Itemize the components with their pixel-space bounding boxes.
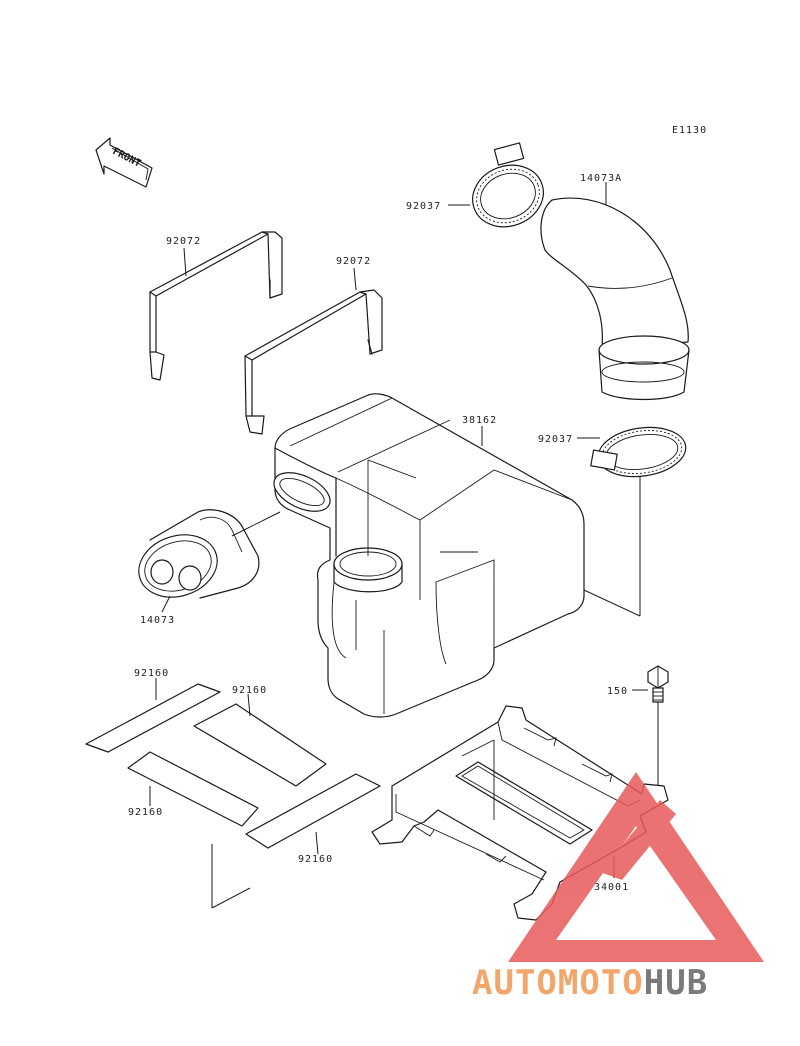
leader-92160b [247,693,251,717]
hose-clamp-92037-upper [472,142,544,228]
label-34001: 34001 [594,882,629,893]
leader-92072a [183,247,187,277]
diagram-ref-code: E1130 [672,125,707,136]
grommet-14073 [138,509,260,599]
label-92160d: 92160 [298,854,333,865]
leader-92160d [315,831,319,855]
label-92072b: 92072 [336,256,371,267]
pad-92160-b [193,703,327,787]
label-92160a: 92160 [134,668,169,679]
watermark-logo-icon [508,772,764,962]
label-92160c: 92160 [128,807,163,818]
pad-92160-a [85,683,221,753]
strap-92072-upper [149,231,283,381]
label-92160b: 92160 [232,685,267,696]
bolt-150 [647,665,669,703]
label-92037a: 92037 [406,201,441,212]
label-14073A: 14073A [580,173,622,184]
strap-92072-lower [244,289,383,435]
elbow-duct-14073A [540,197,690,401]
label-92072a: 92072 [166,236,201,247]
silencer-box-38162 [273,393,585,718]
front-arrow-icon: FRONT [95,137,153,188]
label-92037b: 92037 [538,434,573,445]
hose-clamp-92037-lower [590,426,687,478]
leader-14073 [161,595,171,613]
label-14073: 14073 [140,615,175,626]
label-38162: 38162 [462,415,497,426]
watermark-text: AUTOMOTOHUB [472,963,708,1003]
label-150: 150 [607,686,628,697]
pad-92160-d [245,773,381,849]
pad-92160-c [127,751,259,827]
leader-92072b [353,267,357,291]
